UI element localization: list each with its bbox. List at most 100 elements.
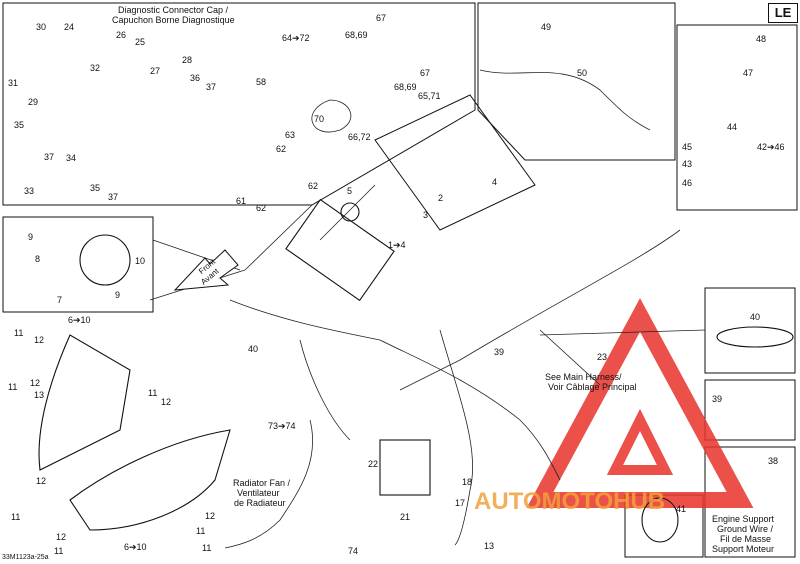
frame-connector — [676, 24, 798, 211]
frame-steering — [2, 2, 476, 206]
part-label: 18 — [462, 477, 473, 487]
part-label: 33 — [24, 186, 35, 196]
radiator-fr2: de Radiateur — [234, 498, 286, 508]
part-label: 12 — [36, 476, 47, 486]
part-label: 25 — [135, 37, 146, 47]
engine-support-3: Fil de Masse — [720, 534, 772, 544]
frame-cluster — [374, 94, 536, 231]
part-label: 3 — [423, 210, 429, 220]
part-label: 6➔10 — [124, 542, 147, 552]
diag-cap-fr: Capuchon Borne Diagnostique — [112, 15, 235, 25]
part-label: 37 — [108, 192, 119, 202]
part-label: 11 — [54, 546, 64, 556]
part-label: 12 — [161, 397, 172, 407]
part-label: 37 — [44, 152, 55, 162]
part-label: 32 — [90, 63, 101, 73]
part-label: 29 — [28, 97, 39, 107]
part-label: 43 — [682, 159, 693, 169]
part-label: 30 — [36, 22, 47, 32]
engine-support-2: Ground Wire / — [717, 524, 774, 534]
watermark-logo — [526, 298, 754, 508]
ring-41 — [641, 497, 679, 543]
part-label: 58 — [256, 77, 267, 87]
frame-wiring — [477, 2, 676, 161]
frame-lamp — [2, 216, 154, 313]
part-label: 34 — [66, 153, 77, 163]
part-label: 68,69 — [394, 82, 417, 92]
gauge-5 — [340, 202, 360, 222]
part-label: 9 — [115, 290, 121, 300]
part-label: 36 — [190, 73, 201, 83]
page-code: LE — [768, 3, 798, 23]
part-label: 5 — [347, 186, 353, 196]
watermark-text: AUTOMOTOHUB — [474, 488, 665, 516]
part-label: 11 — [202, 543, 212, 553]
part-label: 40 — [750, 312, 761, 322]
part-label: 12 — [30, 378, 41, 388]
part-label: 62 — [256, 203, 267, 213]
part-label: 70 — [314, 114, 325, 124]
part-label: 23 — [597, 352, 608, 362]
radiator-en: Radiator Fan / — [233, 478, 291, 488]
part-label: 11 — [148, 388, 158, 398]
part-label: 41 — [676, 504, 687, 514]
part-label: 67 — [376, 13, 387, 23]
part-label: 68,69 — [345, 30, 368, 40]
part-label: 62 — [308, 181, 319, 191]
headlamp-lower — [69, 429, 231, 531]
part-label: 48 — [756, 34, 767, 44]
part-label: 74 — [348, 546, 359, 556]
grease-tube — [716, 326, 794, 348]
part-label: 73➔74 — [268, 421, 296, 431]
part-label: 26 — [116, 30, 127, 40]
frame-grease — [704, 287, 796, 374]
part-label: 35 — [90, 183, 101, 193]
engine-support-1: Engine Support — [712, 514, 775, 524]
part-label: 39 — [712, 394, 723, 404]
part-label: 44 — [727, 122, 738, 132]
part-label: 66,72 — [348, 132, 371, 142]
part-label: 11 — [8, 382, 18, 392]
part-label: 13 — [34, 390, 45, 400]
part-label: 12 — [56, 532, 67, 542]
part-label: 11 — [196, 526, 206, 536]
headlamp-upper — [38, 334, 131, 471]
part-label: 65,71 — [418, 91, 441, 101]
part-label: 50 — [577, 68, 588, 78]
front-arrow — [173, 249, 239, 291]
part-label: 64➔72 — [282, 33, 310, 43]
part-label: 42➔46 — [757, 142, 785, 152]
part-label: 47 — [743, 68, 754, 78]
part-label: 40 — [248, 344, 259, 354]
part-label: 45 — [682, 142, 693, 152]
module-21 — [379, 439, 431, 496]
part-label: 63 — [285, 130, 296, 140]
part-label: 9 — [28, 232, 34, 242]
part-label: 27 — [150, 66, 161, 76]
main-harness-en: See Main Harness/ — [545, 372, 622, 382]
frame-clip — [704, 379, 796, 441]
part-label: 46 — [682, 178, 693, 188]
part-label: 37 — [206, 82, 217, 92]
part-label: 22 — [368, 459, 379, 469]
part-label: 38 — [768, 456, 779, 466]
part-label: 6➔10 — [68, 315, 91, 325]
part-label: 4 — [492, 177, 498, 187]
cluster-body — [285, 198, 395, 302]
part-label: 21 — [400, 512, 411, 522]
part-label: 67 — [420, 68, 431, 78]
radiator-fr1: Ventilateur — [237, 488, 280, 498]
part-label: 39 — [494, 347, 505, 357]
part-label: 24 — [64, 22, 75, 32]
part-label: 17 — [455, 498, 466, 508]
part-label: 62 — [276, 144, 287, 154]
part-label: 28 — [182, 55, 193, 65]
part-label: 1➔4 — [388, 240, 406, 250]
part-label: 2 — [438, 193, 444, 203]
part-label: 8 — [35, 254, 41, 264]
main-harness-fr: Voir Câblage Principal — [548, 382, 637, 392]
part-label: 13 — [484, 541, 495, 551]
figure-id: 33M1123a-25a — [2, 554, 49, 561]
part-label: 31 — [8, 78, 19, 88]
